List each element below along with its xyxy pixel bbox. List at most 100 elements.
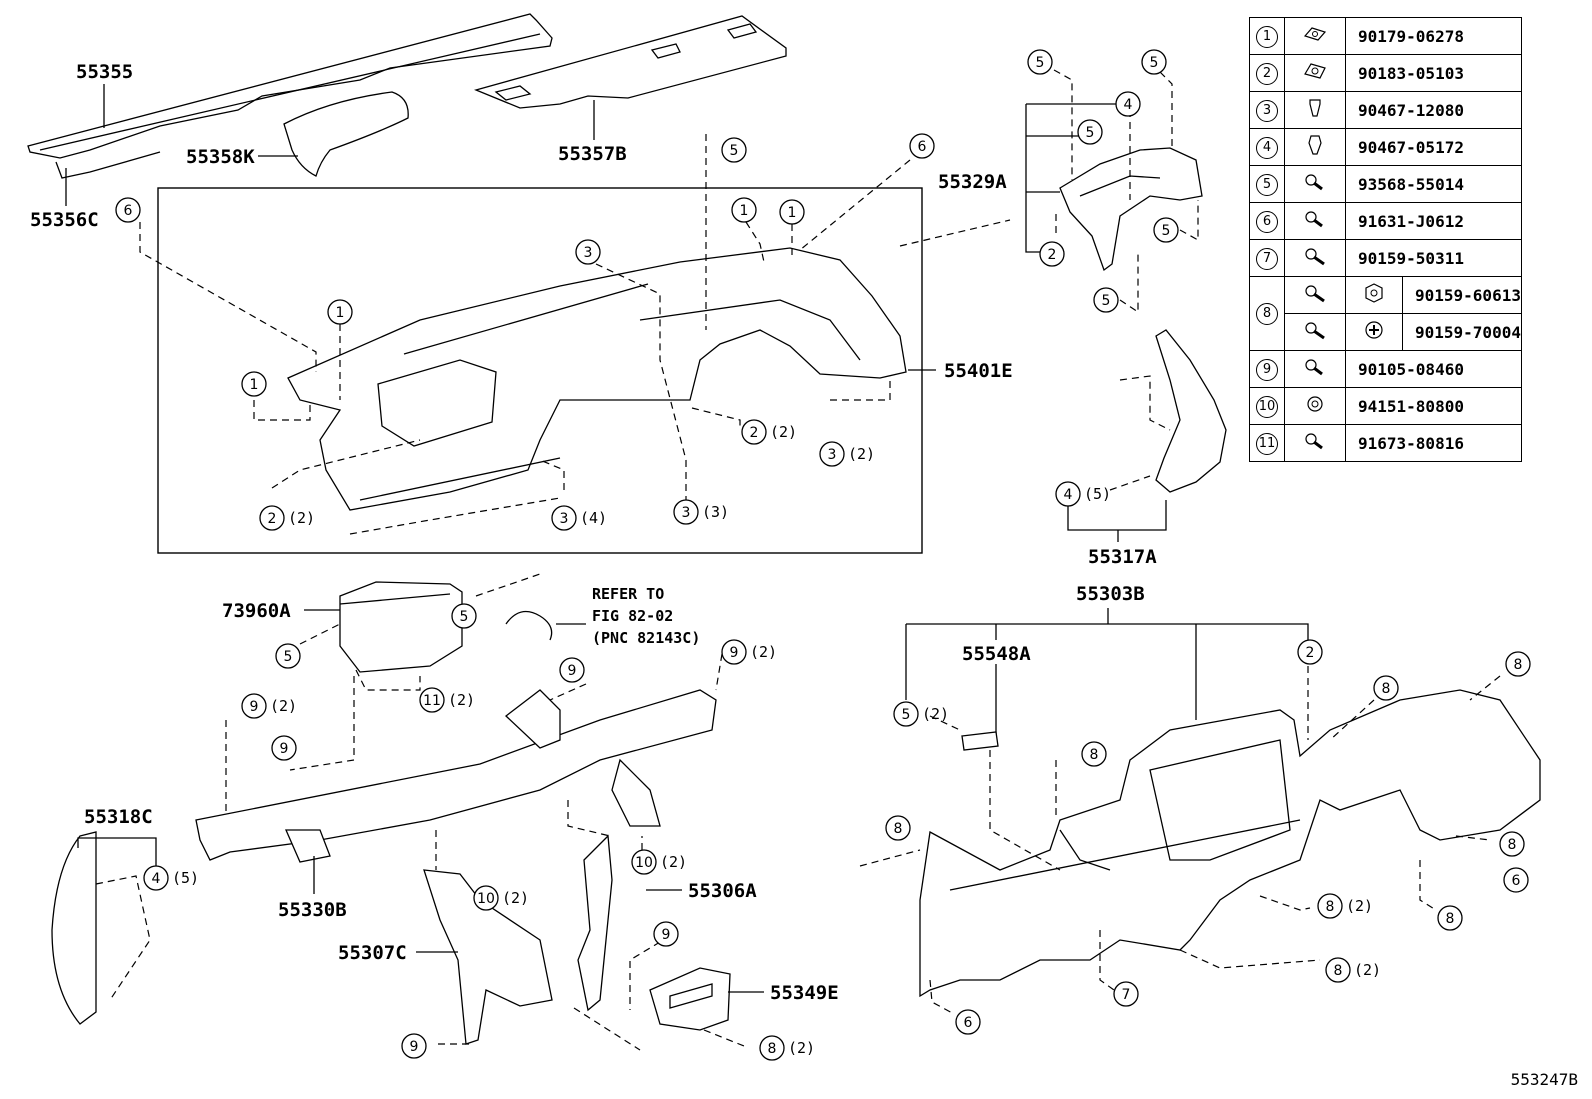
callout-8: 8 xyxy=(1326,899,1335,915)
part-reinforcement-shape xyxy=(195,689,717,863)
illustration-code: 553247B xyxy=(1510,1070,1578,1089)
label-55318c: 55318C xyxy=(84,806,153,828)
callout-2: 2 xyxy=(1048,247,1057,263)
part-55401e-shape xyxy=(287,247,907,511)
part-55303b-shape xyxy=(919,689,1541,998)
callout-6: 6 xyxy=(1512,873,1521,889)
legend-row: 6 91631-J0612 xyxy=(1249,202,1522,240)
label-55355: 55355 xyxy=(76,61,133,83)
part-55317a-shape xyxy=(1155,329,1227,493)
callout-5: 5 xyxy=(1102,293,1111,309)
callout-11: 11 xyxy=(423,693,441,709)
clip-icon xyxy=(1284,128,1346,166)
callout-7: 7 xyxy=(1122,987,1131,1003)
label-55548a: 55548A xyxy=(962,643,1031,665)
label-55329a: 55329A xyxy=(938,171,1007,193)
bolt-icon xyxy=(1284,424,1346,462)
callout-5: 5 xyxy=(1086,125,1095,141)
hex-head-icon xyxy=(1345,276,1403,314)
legend-row: 7 90159-50311 xyxy=(1249,239,1522,277)
part-55318c-shape xyxy=(51,831,97,1025)
legend-number: 8 xyxy=(1256,303,1278,325)
qty-2: (2) xyxy=(788,1039,815,1057)
legend-part-number: 94151-80800 xyxy=(1345,387,1522,425)
legend-part-number: 90159-70004 xyxy=(1402,313,1522,351)
part-73960a-shape xyxy=(339,581,463,673)
callout-2: 2 xyxy=(268,511,277,527)
nut-icon xyxy=(1284,387,1346,425)
callout-5: 5 xyxy=(460,609,469,625)
callout-5: 5 xyxy=(1150,55,1159,71)
qty-4: (4) xyxy=(580,509,607,527)
screw-icon xyxy=(1284,165,1346,203)
qty-2: (2) xyxy=(1354,961,1381,979)
callout-1: 1 xyxy=(336,305,345,321)
callout-6: 6 xyxy=(964,1015,973,1031)
part-55548a-shape xyxy=(961,731,999,751)
legend-number: 7 xyxy=(1256,247,1278,270)
callout-3: 3 xyxy=(682,505,691,521)
callout-9: 9 xyxy=(568,663,577,679)
qty-5: (5) xyxy=(172,869,199,887)
legend-row: 9 90105-08460 xyxy=(1249,350,1522,388)
legend-number: 6 xyxy=(1256,210,1278,233)
label-55356c: 55356C xyxy=(30,209,99,231)
legend-row: 1 90179-06278 xyxy=(1249,17,1522,55)
legend-row: 8 90159-60613 xyxy=(1249,276,1522,351)
legend-number: 9 xyxy=(1256,358,1278,381)
qty-3: (3) xyxy=(702,503,729,521)
legend-row: 11 91673-80816 xyxy=(1249,424,1522,462)
label-55317a: 55317A xyxy=(1088,546,1157,568)
callout-5: 5 xyxy=(284,649,293,665)
qty-2: (2) xyxy=(448,691,475,709)
u-nut-icon xyxy=(1284,54,1346,92)
callout-2: 2 xyxy=(750,425,759,441)
legend-part-number: 90183-05103 xyxy=(1345,54,1522,92)
part-55357b-shape xyxy=(473,15,787,109)
clip-icon xyxy=(1284,91,1346,129)
callout-6: 6 xyxy=(918,139,927,155)
legend-part-number: 90159-50311 xyxy=(1345,239,1522,277)
callout-10: 10 xyxy=(477,891,495,907)
qty-2: (2) xyxy=(502,889,529,907)
qty-2: (2) xyxy=(660,853,687,871)
callout-5: 5 xyxy=(1162,223,1171,239)
legend-row: 5 93568-55014 xyxy=(1249,165,1522,203)
callout-9: 9 xyxy=(730,645,739,661)
callout-5: 5 xyxy=(730,143,739,159)
label-55306a: 55306A xyxy=(688,880,757,902)
wire-harness xyxy=(505,610,553,641)
part-55329a-shape xyxy=(1059,147,1203,272)
callout-4: 4 xyxy=(152,871,161,887)
label-73960a: 73960A xyxy=(222,600,291,622)
refer-line-3: (PNC 82143C) xyxy=(592,629,700,647)
legend-number: 1 xyxy=(1256,25,1278,48)
callout-1: 1 xyxy=(788,205,797,221)
qty-2: (2) xyxy=(770,423,797,441)
refer-line-1: REFER TO xyxy=(592,585,664,603)
callout-8: 8 xyxy=(1446,911,1455,927)
callout-5: 5 xyxy=(1036,55,1045,71)
legend-number: 11 xyxy=(1256,432,1278,455)
refer-line-2: FIG 82-02 xyxy=(592,607,673,625)
legend-number: 4 xyxy=(1256,136,1278,159)
qty-2: (2) xyxy=(848,445,875,463)
legend-number: 2 xyxy=(1256,62,1278,85)
part-55349e-shape xyxy=(649,967,731,1031)
legend-number: 5 xyxy=(1256,173,1278,196)
u-nut-icon xyxy=(1284,17,1346,55)
callout-1: 1 xyxy=(250,377,259,393)
label-55303b: 55303B xyxy=(1076,583,1145,605)
label-55307c: 55307C xyxy=(338,942,407,964)
legend-part-number: 91673-80816 xyxy=(1345,424,1522,462)
callout-8: 8 xyxy=(894,821,903,837)
callout-8: 8 xyxy=(1514,657,1523,673)
screw-icon xyxy=(1284,202,1346,240)
callout-3: 3 xyxy=(828,447,837,463)
callout-3: 3 xyxy=(584,245,593,261)
legend-row: 4 90467-05172 xyxy=(1249,128,1522,166)
legend-number: 3 xyxy=(1256,99,1278,122)
bolt-icon xyxy=(1284,276,1346,314)
legend-part-number: 90159-60613 xyxy=(1402,276,1522,314)
legend-part-number: 90467-05172 xyxy=(1345,128,1522,166)
